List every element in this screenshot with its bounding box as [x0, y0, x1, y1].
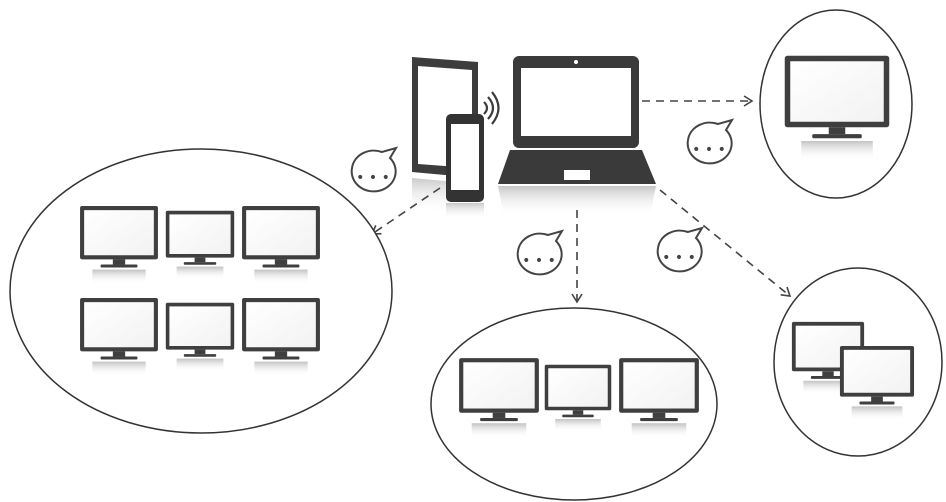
svg-text:• • •: • • •: [356, 170, 390, 186]
laptop-icon: [498, 56, 656, 216]
speech-bubble: • • •: [686, 118, 735, 165]
svg-text:• • •: • • •: [662, 250, 696, 266]
group-two-screens: [773, 267, 943, 457]
wifi-icon: [483, 91, 500, 125]
group-large-wall: [9, 148, 393, 434]
svg-text:• • •: • • •: [692, 142, 726, 158]
connection-arrows: [370, 95, 792, 304]
smartphone-icon: [446, 114, 484, 219]
group-three-screens: [430, 307, 718, 501]
speech-bubble: • • •: [350, 146, 399, 193]
group-single-screen: [759, 9, 913, 199]
speech-bubble: • • •: [516, 229, 565, 276]
svg-text:• • •: • • •: [522, 253, 556, 269]
speech-bubble: • • •: [656, 226, 705, 273]
